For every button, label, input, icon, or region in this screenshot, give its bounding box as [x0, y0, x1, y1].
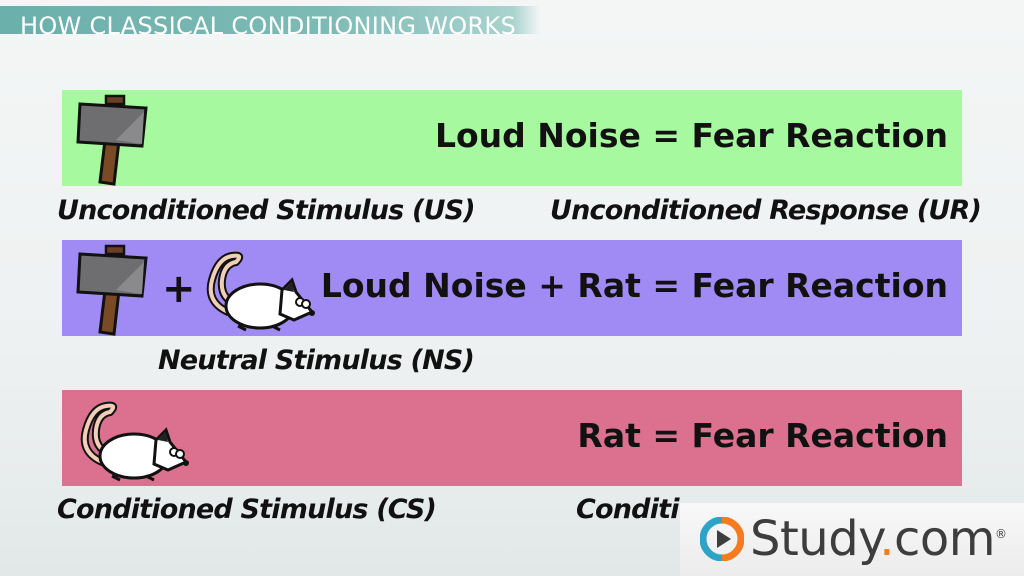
brand-dot: . — [879, 511, 895, 567]
panel-conditioned: Rat = Fear Reaction — [62, 390, 962, 486]
play-logo-icon — [700, 517, 744, 561]
equation-text: Rat = Fear Reaction — [577, 416, 948, 455]
panel-unconditioned: Loud Noise = Fear Reaction — [62, 90, 962, 186]
rat-icon — [80, 401, 189, 482]
brand-tld: com — [894, 511, 996, 567]
panel-neutral: + Loud Noise + Rat = Fear Reaction — [62, 240, 962, 336]
rat-icon — [206, 251, 315, 332]
label-neutral-stimulus: Neutral Stimulus (NS) — [158, 345, 475, 376]
title-banner: HOW CLASSICAL CONDITIONING WORKS — [0, 6, 540, 40]
brand-name: Study — [750, 511, 880, 567]
plus-sign: + — [162, 266, 196, 312]
hammer-icon — [76, 94, 148, 186]
hammer-icon — [76, 244, 148, 336]
label-conditioned-response: Conditi — [576, 494, 680, 525]
study-com-watermark: Study.com® — [680, 503, 1024, 576]
equation-text: Loud Noise + Rat = Fear Reaction — [320, 266, 948, 305]
label-unconditioned-response: Unconditioned Response (UR) — [550, 195, 982, 226]
label-unconditioned-stimulus: Unconditioned Stimulus (US) — [57, 195, 476, 226]
study-com-logo-text: Study.com® — [750, 511, 1007, 567]
registered-mark: ® — [995, 527, 1007, 541]
equation-text: Loud Noise = Fear Reaction — [434, 116, 948, 155]
page-title: HOW CLASSICAL CONDITIONING WORKS — [20, 12, 516, 40]
label-conditioned-stimulus: Conditioned Stimulus (CS) — [57, 494, 437, 525]
